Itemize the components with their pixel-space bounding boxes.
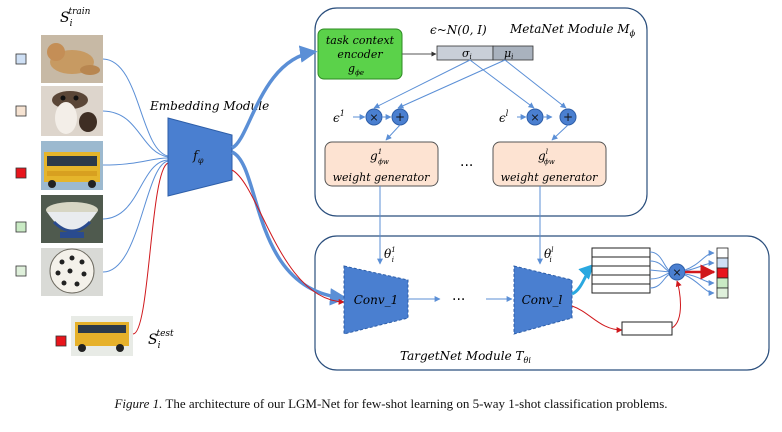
label-square-2 (15, 105, 27, 117)
similarity-multiply-symbol: × (672, 266, 681, 279)
weight-generator-1-label: weight generator (333, 171, 430, 184)
multiply-op-1-symbol: × (369, 111, 378, 124)
add-op-l-symbol: + (563, 110, 573, 124)
features-to-multiply-lines (649, 251, 671, 289)
bowl-image (41, 195, 103, 243)
sigma-mu-bar: σi μi (436, 45, 534, 61)
metanet-title: MetaNet Module Mϕ (509, 22, 636, 38)
label-square-4 (15, 221, 27, 233)
label-square-5 (15, 265, 27, 277)
lion-image (41, 35, 103, 83)
query-to-conv1-arrow (231, 169, 345, 305)
bus-image (41, 141, 103, 190)
output-cell (716, 257, 729, 269)
epsilon-1-label: ϵ1 (333, 109, 345, 125)
sigma-label: σi (462, 47, 472, 61)
weight-generator-1 (324, 141, 439, 187)
noise-label: ϵ~N(0, I) (430, 23, 487, 37)
param-to-op-lines (373, 59, 567, 109)
embedding-to-encoder-arrow (230, 45, 318, 150)
weight-generator-l (492, 141, 607, 187)
convl-label: Conv_l (522, 293, 563, 307)
weight-generator-l-label: weight generator (501, 171, 598, 184)
output-cell (716, 247, 729, 259)
metanet-frame (314, 7, 648, 217)
epsilon-l-label: ϵl (499, 109, 509, 125)
encoder-line3: gϕe (348, 62, 364, 77)
targetnet-frame (314, 235, 770, 371)
encoder-line1: task context (326, 34, 395, 47)
conv1-block (343, 265, 409, 335)
targetnet-title: TargetNet Module Tθi (400, 349, 531, 365)
embedding-trapezoid (167, 117, 233, 197)
figure-caption: Figure 1. The architecture of our LGM-Ne… (0, 396, 782, 412)
conv1-label: Conv_1 (354, 293, 399, 307)
output-cell (716, 287, 729, 299)
convl-to-query-feature-arrow (571, 305, 623, 333)
embedding-title: Embedding Module (149, 99, 269, 113)
caption-label: Figure 1. (114, 396, 163, 411)
label-square-1 (15, 53, 27, 65)
embedding-to-conv1-arrow (231, 150, 348, 306)
label-square-3 (15, 167, 27, 179)
query-to-embedding-line (132, 162, 169, 335)
output-cell (716, 267, 729, 279)
query-feature (621, 321, 673, 336)
support-to-embedding-lines (102, 58, 169, 273)
output-cell (716, 277, 729, 289)
caption-text: The architecture of our LGM-Net for few-… (165, 396, 668, 411)
convl-to-support-features-arrow (571, 263, 595, 296)
mu-label: μi (504, 47, 513, 61)
query-to-multiply-line (671, 280, 682, 329)
support-feature-stack (591, 247, 651, 294)
convl-block (513, 265, 573, 335)
support-set-label: Sitrain (60, 7, 91, 29)
encoder-line2: encoder (337, 48, 383, 61)
dish-image (41, 248, 103, 296)
metanet-ellipsis: ··· (460, 158, 473, 174)
add-op-1-symbol: + (395, 110, 405, 124)
ferret-image (41, 86, 103, 136)
bus-query-image (71, 316, 133, 356)
support-images (15, 35, 103, 296)
embedding-symbol: fφ (192, 149, 204, 165)
output-vector (716, 247, 729, 299)
targetnet-ellipsis: ··· (452, 292, 465, 308)
query-set-label: Sitest (148, 329, 174, 351)
multiply-op-l-symbol: × (530, 111, 539, 124)
query-label-square (55, 335, 67, 347)
